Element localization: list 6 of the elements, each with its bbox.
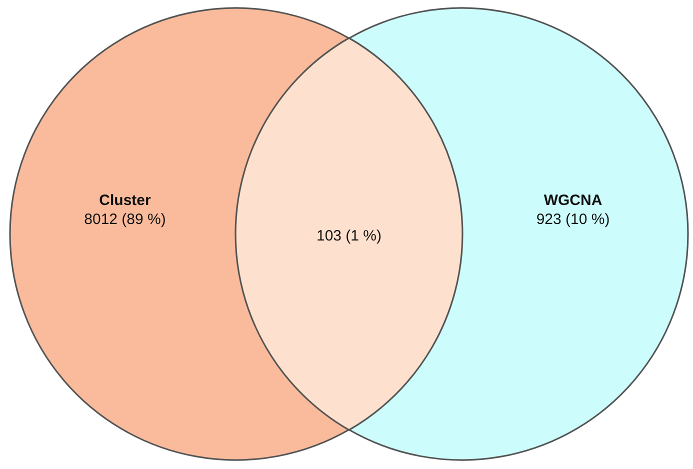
set-name: Cluster bbox=[98, 191, 152, 210]
count-label: 103 (1 %) bbox=[316, 226, 382, 246]
count-label: 923 (10 %) bbox=[536, 210, 610, 229]
set-name: WGCNA bbox=[542, 191, 604, 210]
count-label: 8012 (89 %) bbox=[84, 210, 166, 229]
venn-overlap bbox=[236, 38, 462, 430]
